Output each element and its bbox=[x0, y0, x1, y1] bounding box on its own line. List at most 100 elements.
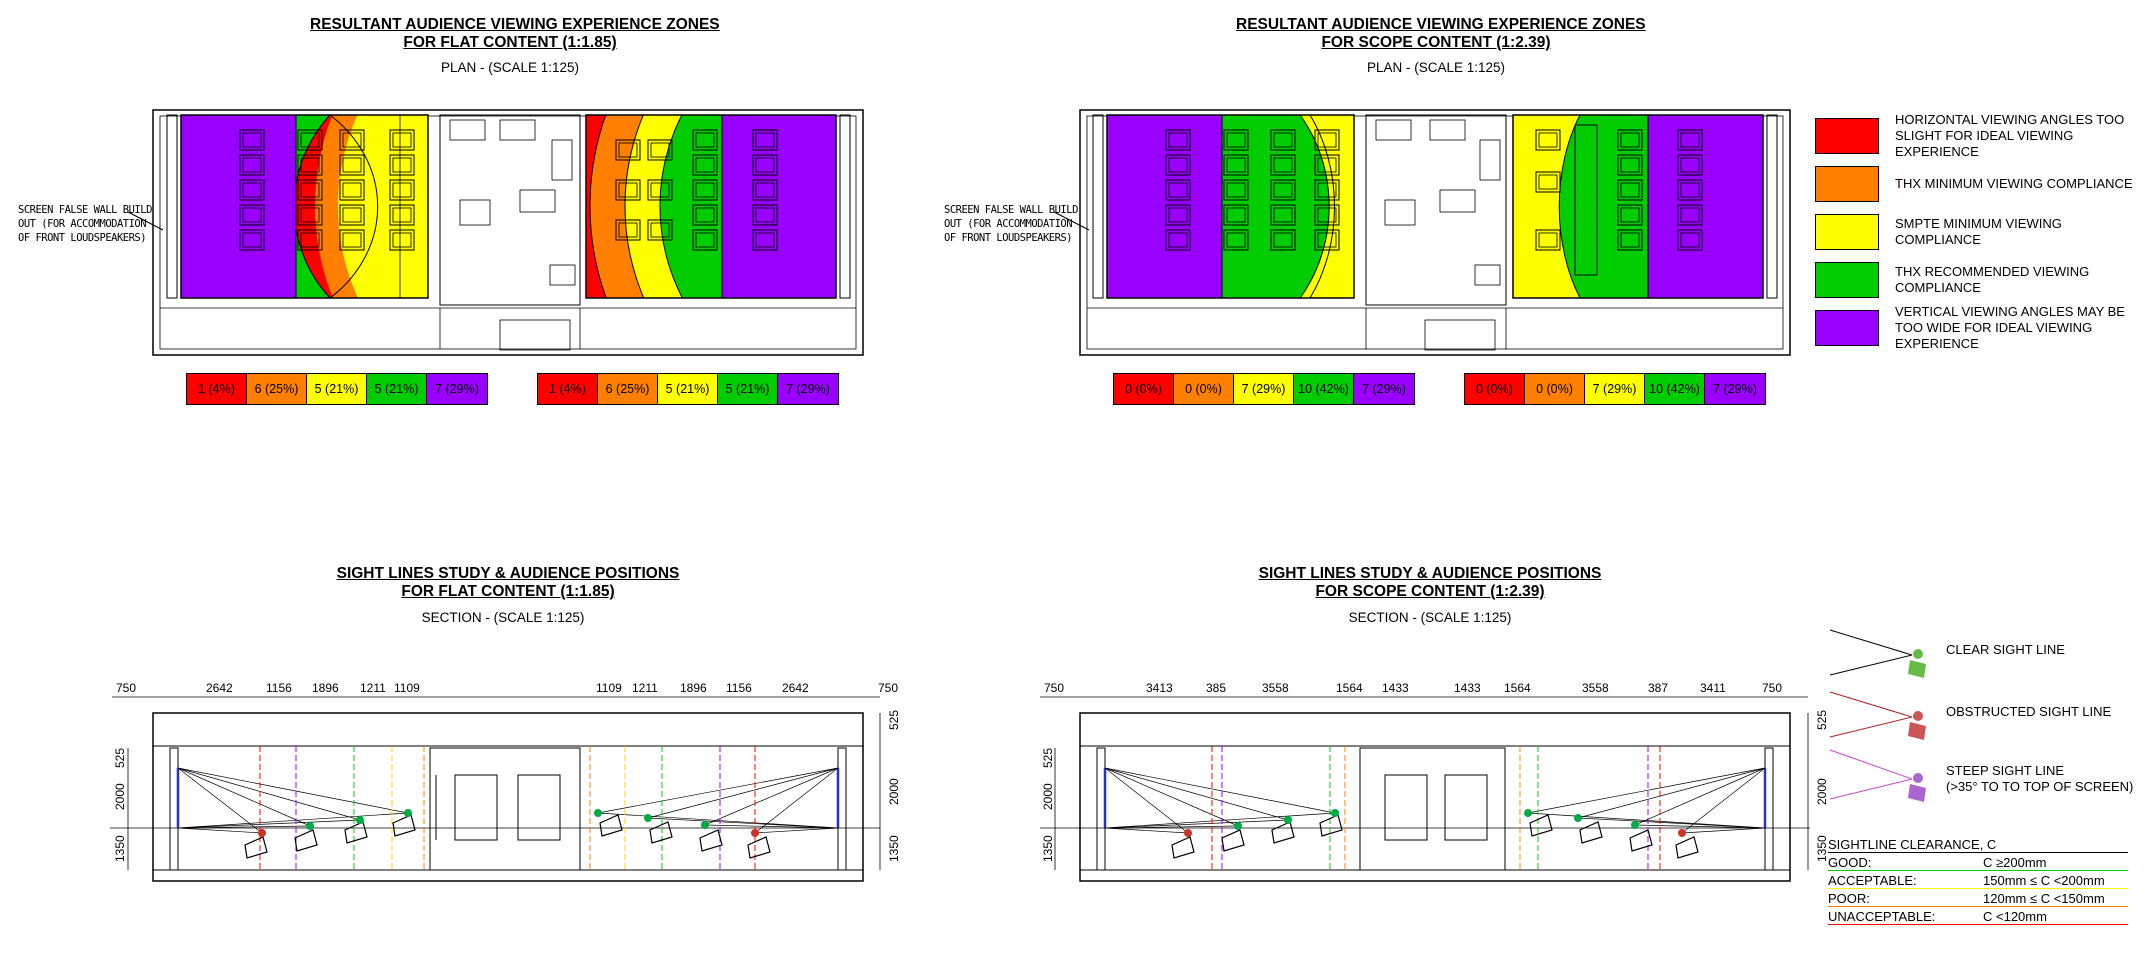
dim-label: 750 bbox=[1762, 681, 1782, 695]
side-dimension-lines-right bbox=[1054, 713, 1809, 870]
clearance-title: SIGHTLINE CLEARANCE, C bbox=[1828, 835, 2128, 853]
dim-side: 2000 bbox=[887, 778, 901, 805]
zone-yellow bbox=[338, 115, 428, 298]
section-left-drawing bbox=[110, 712, 881, 882]
note-line: SCREEN FALSE WALL BUILD bbox=[18, 204, 152, 216]
zone-green bbox=[659, 115, 836, 298]
dim-side: 525 bbox=[1041, 748, 1055, 768]
side-dimension-lines-left bbox=[127, 713, 881, 870]
heads-right bbox=[1184, 809, 1686, 837]
clearance-key: POOR: bbox=[1828, 891, 1870, 906]
dim-label: 1211 bbox=[632, 681, 658, 695]
plan-left-bar-b: 1 (4%) 6 (25%) 5 (21%) 5 (21%) 7 (29%) bbox=[537, 373, 839, 405]
section-right-title: SIGHT LINES STUDY & AUDIENCE POSITIONS F… bbox=[1230, 565, 1630, 601]
plan-right-note: SCREEN FALSE WALL BUILD OUT (FOR ACCOMMO… bbox=[944, 203, 1078, 245]
dim-label: 1156 bbox=[726, 681, 752, 695]
legend-label: THX MINIMUM VIEWING COMPLIANCE bbox=[1895, 176, 2133, 191]
legend-swatch bbox=[1815, 310, 1879, 346]
plan-left-bar-a: 1 (4%) 6 (25%) 5 (21%) 5 (21%) 7 (29%) bbox=[186, 373, 488, 405]
sight-lines-scope-a bbox=[1104, 767, 1336, 834]
section-right-drawing bbox=[1040, 712, 1810, 882]
clearance-value: C <120mm bbox=[1983, 909, 2047, 924]
sightline-obstructed: OBSTRUCTED SIGHT LINE bbox=[1828, 689, 2150, 751]
count-orange: 0 (0%) bbox=[1174, 374, 1234, 404]
clearance-row-good: GOOD: C ≥200mm bbox=[1828, 853, 2128, 871]
count-purple: 7 (29%) bbox=[1354, 374, 1414, 404]
dim-label: 1433 bbox=[1454, 681, 1481, 695]
zone-boundaries-right bbox=[1211, 746, 1661, 870]
legend-swatch bbox=[1815, 166, 1879, 202]
note-line: OUT (FOR ACCOMMODATION bbox=[18, 218, 147, 230]
dim-label: 3413 bbox=[1146, 681, 1173, 695]
clearance-table: SIGHTLINE CLEARANCE, C GOOD: C ≥200mm AC… bbox=[1828, 835, 2128, 925]
legend-item-yellow: SMPTE MINIMUM VIEWING COMPLIANCE bbox=[1815, 208, 2145, 256]
room-a-zones-scope bbox=[1107, 115, 1354, 298]
sightline-steep: STEEP SIGHT LINE (>35° TO TO TOP OF SCRE… bbox=[1828, 751, 2150, 813]
dim-label: 1211 bbox=[360, 681, 386, 695]
count-purple: 7 (29%) bbox=[778, 374, 838, 404]
count-orange: 6 (25%) bbox=[598, 374, 658, 404]
count-green: 5 (21%) bbox=[718, 374, 778, 404]
plan-left-scale: PLAN - (SCALE 1:125) bbox=[440, 60, 580, 75]
legend-label: SMPTE MINIMUM VIEWING COMPLIANCE bbox=[1895, 216, 2062, 247]
legend-item-purple: VERTICAL VIEWING ANGLES MAY BE TOO WIDE … bbox=[1815, 304, 2145, 352]
sight-lines-b bbox=[597, 767, 839, 834]
plan-left-drawing bbox=[127, 109, 864, 356]
legend-swatch bbox=[1815, 214, 1879, 250]
section-right-title-line2: FOR SCOPE CONTENT (1:2.39) bbox=[1315, 583, 1545, 600]
dim-label: 387 bbox=[1648, 681, 1668, 695]
plan-left-title-line2: FOR FLAT CONTENT (1:1.85) bbox=[403, 34, 617, 51]
legend-swatch bbox=[1815, 118, 1879, 154]
dim-side: 525 bbox=[887, 710, 901, 730]
dim-label: 1564 bbox=[1336, 681, 1363, 695]
plan-right-title-line1: RESULTANT AUDIENCE VIEWING EXPERIENCE ZO… bbox=[1236, 16, 1646, 33]
clearance-key: ACCEPTABLE: bbox=[1828, 873, 1917, 888]
dim-side: 525 bbox=[1815, 710, 1829, 730]
clearance-row-acceptable: ACCEPTABLE: 150mm ≤ C <200mm bbox=[1828, 871, 2128, 889]
dim-label: 3558 bbox=[1582, 681, 1609, 695]
legend-item-red: HORIZONTAL VIEWING ANGLES TOO SLIGHT FOR… bbox=[1815, 112, 2145, 160]
zone-purple bbox=[721, 115, 836, 298]
clearance-key: GOOD: bbox=[1828, 855, 1872, 870]
dim-side: 1350 bbox=[1041, 835, 1055, 862]
dim-label: 3558 bbox=[1262, 681, 1289, 695]
dim-label: 3411 bbox=[1700, 681, 1726, 695]
legend-swatch bbox=[1815, 262, 1879, 298]
section-left-title: SIGHT LINES STUDY & AUDIENCE POSITIONS F… bbox=[308, 565, 708, 601]
count-green: 10 (42%) bbox=[1645, 374, 1705, 404]
note-line: OUT (FOR ACCOMMODATION bbox=[944, 218, 1073, 230]
dim-side: 1350 bbox=[113, 835, 127, 862]
dim-label: 1433 bbox=[1382, 681, 1409, 695]
plan-right-title: RESULTANT AUDIENCE VIEWING EXPERIENCE ZO… bbox=[1236, 16, 1646, 52]
note-line: SCREEN FALSE WALL BUILD bbox=[944, 204, 1078, 216]
dim-side: 2000 bbox=[1815, 778, 1829, 805]
count-yellow: 7 (29%) bbox=[1234, 374, 1294, 404]
dim-label: 750 bbox=[878, 681, 898, 695]
note-line: OF FRONT LOUDSPEAKERS) bbox=[18, 232, 147, 244]
zone-purple-front bbox=[181, 115, 297, 298]
clearance-row-poor: POOR: 120mm ≤ C <150mm bbox=[1828, 889, 2128, 907]
zone-purple bbox=[1647, 115, 1763, 298]
dim-label: 2642 bbox=[782, 681, 809, 695]
sightline-label-line1: STEEP SIGHT LINE bbox=[1946, 763, 2065, 778]
dim-label: 1156 bbox=[266, 681, 292, 695]
count-yellow: 5 (21%) bbox=[307, 374, 367, 404]
dim-label: 1896 bbox=[680, 681, 707, 695]
dim-label: 385 bbox=[1206, 681, 1226, 695]
heads-left bbox=[258, 809, 759, 837]
dim-label: 750 bbox=[1044, 681, 1064, 695]
dim-label: 1109 bbox=[596, 681, 622, 695]
sight-lines-a bbox=[177, 767, 409, 834]
dims-right: 750 3413 385 3558 1564 1433 1433 1564 35… bbox=[1040, 681, 1829, 862]
plan-left-title-line1: RESULTANT AUDIENCE VIEWING EXPERIENCE ZO… bbox=[310, 16, 720, 33]
clearance-value: 150mm ≤ C <200mm bbox=[1983, 873, 2105, 888]
clearance-value: C ≥200mm bbox=[1983, 855, 2047, 870]
count-red: 0 (0%) bbox=[1465, 374, 1525, 404]
zone-legend: HORIZONTAL VIEWING ANGLES TOO SLIGHT FOR… bbox=[1815, 112, 2145, 352]
section-left-scale: SECTION - (SCALE 1:125) bbox=[421, 610, 585, 625]
viewer-icon bbox=[1913, 773, 1923, 783]
sightline-clear: CLEAR SIGHT LINE bbox=[1828, 627, 2150, 689]
count-purple: 7 (29%) bbox=[1705, 374, 1765, 404]
plan-right-scale: PLAN - (SCALE 1:125) bbox=[1366, 60, 1506, 75]
